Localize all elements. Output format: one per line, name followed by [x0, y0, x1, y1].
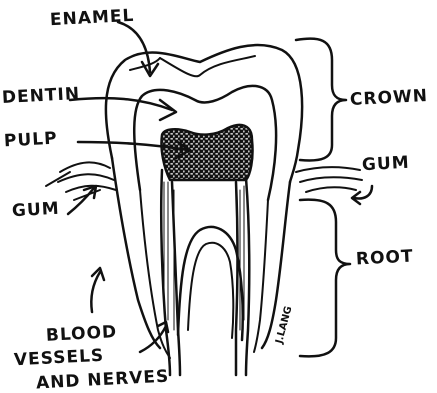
- enamel-arrow: [118, 22, 150, 72]
- gum-right-arrow: [354, 186, 372, 199]
- dentin-root-right: [254, 200, 268, 352]
- label-blood-line1: BLOOD: [46, 324, 118, 345]
- gum-right-lines: [296, 167, 362, 192]
- gum-left-lines: [46, 162, 116, 200]
- root-outline-left: [112, 158, 160, 348]
- label-crown: CROWN: [350, 88, 429, 109]
- crown-bracket: [296, 39, 346, 161]
- canal-right-outer: [246, 178, 249, 375]
- canal-left-inner: [172, 182, 180, 375]
- label-root: ROOT: [356, 249, 414, 269]
- dentin-arrowhead: [160, 100, 176, 120]
- root-bracket: [300, 200, 350, 357]
- gum-left-arrow: [68, 188, 94, 214]
- blood-up-arrow: [91, 272, 100, 312]
- label-gum-left: GUM: [12, 201, 61, 220]
- root-crotch-inner: [188, 243, 233, 338]
- dentin-arrow: [70, 98, 172, 110]
- label-pulp: PULP: [4, 131, 58, 151]
- pulp-chamber: [161, 125, 252, 180]
- canal-right-inner: [236, 182, 238, 375]
- label-enamel: ENAMEL: [50, 8, 135, 29]
- label-blood-line2: VESSELS: [14, 348, 105, 370]
- label-gum-right: GUM: [362, 155, 411, 174]
- label-dentin: DENTIN: [2, 86, 81, 107]
